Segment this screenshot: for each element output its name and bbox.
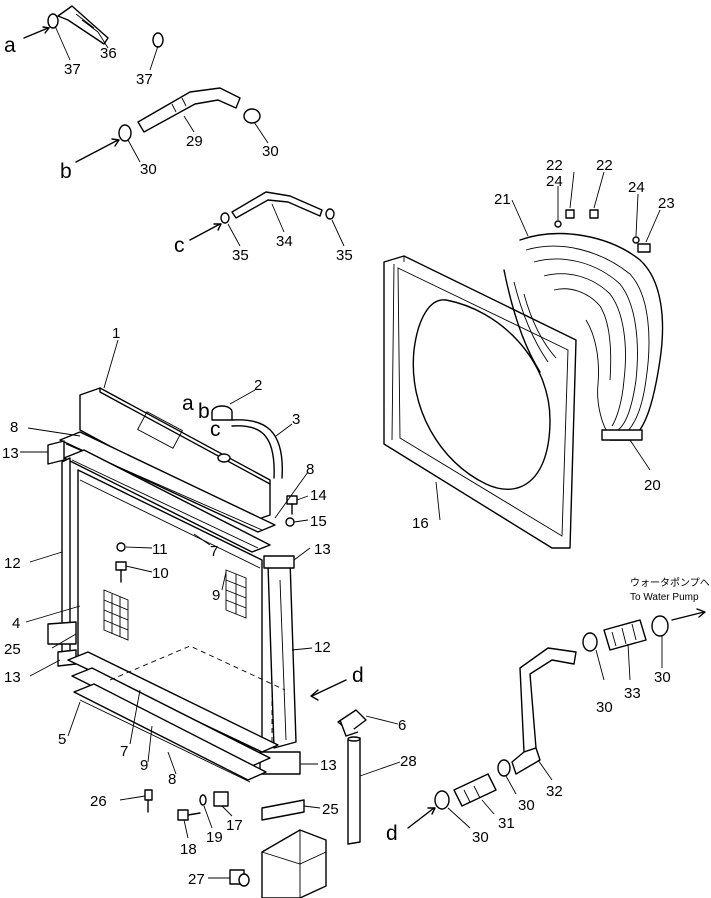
connection-b-hose: b xyxy=(60,160,72,183)
connection-letters: a b c a b c d d xyxy=(4,34,398,845)
callout-8-top-right: 8 xyxy=(306,461,314,478)
callout-6: 6 xyxy=(398,717,406,734)
connection-d-pump: d xyxy=(386,822,398,845)
callout-16: 16 xyxy=(412,515,429,532)
callout-14: 14 xyxy=(310,487,327,504)
callout-13-right-upper: 13 xyxy=(314,541,331,558)
callout-12-left: 12 xyxy=(4,555,21,572)
callout-36: 36 xyxy=(100,45,117,62)
callout-15: 15 xyxy=(310,513,327,530)
connection-c-hose: c xyxy=(174,234,185,257)
callout-7-upper: 7 xyxy=(210,543,218,560)
callout-34: 34 xyxy=(276,233,293,250)
callout-8-lower: 8 xyxy=(168,771,176,788)
connection-a-radiator: a xyxy=(182,392,194,415)
callout-11: 11 xyxy=(152,541,168,558)
connection-a-hose: a xyxy=(4,34,16,57)
callout-30-b-right: 30 xyxy=(262,143,279,160)
callout-35-left: 35 xyxy=(232,247,249,264)
callout-26: 26 xyxy=(90,793,107,810)
connection-c-radiator: c xyxy=(210,418,221,441)
callout-35-right: 35 xyxy=(336,247,353,264)
callout-30-pump-c: 30 xyxy=(518,797,535,814)
fan-shroud xyxy=(383,255,577,549)
callout-22-right: 22 xyxy=(596,157,613,174)
hose-36 xyxy=(23,5,164,71)
water-pump-hoses xyxy=(407,608,706,829)
note-english: To Water Pump xyxy=(630,592,699,603)
hose-29 xyxy=(75,87,269,163)
callout-25-left: 25 xyxy=(4,641,21,658)
callout-labels: 36 37 37 29 30 30 34 35 35 22 22 24 24 2… xyxy=(2,45,675,888)
callout-31: 31 xyxy=(498,815,515,832)
callout-30-b-left: 30 xyxy=(140,161,157,178)
callout-13-top-left: 13 xyxy=(2,445,19,462)
callout-12-right: 12 xyxy=(314,639,331,656)
callout-24-right: 24 xyxy=(628,179,645,196)
callout-33: 33 xyxy=(624,685,641,702)
callout-9-lower: 9 xyxy=(140,757,148,774)
callout-18: 18 xyxy=(180,841,197,858)
callout-19: 19 xyxy=(206,829,223,846)
callout-5: 5 xyxy=(58,731,66,748)
callout-37-right: 37 xyxy=(136,71,153,88)
callout-23: 23 xyxy=(658,195,675,212)
callout-4: 4 xyxy=(12,615,20,632)
callout-32: 32 xyxy=(546,783,563,800)
callout-21: 21 xyxy=(494,191,511,208)
connection-d-radiator: d xyxy=(352,664,364,687)
water-pump-note: ウォータポンプへ To Water Pump xyxy=(630,577,710,603)
callout-13-bottom-right: 13 xyxy=(320,757,337,774)
note-japanese: ウォータポンプへ xyxy=(630,577,710,589)
callout-29: 29 xyxy=(186,133,203,150)
connection-b-radiator: b xyxy=(198,400,210,423)
callout-1: 1 xyxy=(112,325,120,342)
callout-25-right: 25 xyxy=(322,801,339,818)
callout-28: 28 xyxy=(400,753,417,770)
callout-17: 17 xyxy=(226,817,243,834)
callout-22-left: 22 xyxy=(546,157,563,174)
callout-24-left: 24 xyxy=(546,173,563,190)
callout-30-pump-b: 30 xyxy=(654,669,671,686)
callout-37-left: 37 xyxy=(64,61,81,78)
fan-guard xyxy=(503,171,664,471)
callout-8-top-left: 8 xyxy=(10,419,18,436)
callout-30-pump-a: 30 xyxy=(596,699,613,716)
hose-34 xyxy=(189,191,345,247)
callout-7-lower: 7 xyxy=(120,743,128,760)
callout-20: 20 xyxy=(644,477,661,494)
callout-9-upper: 9 xyxy=(212,587,220,604)
radiator-assembly xyxy=(20,339,401,898)
callout-27: 27 xyxy=(188,871,205,888)
callout-2: 2 xyxy=(254,377,262,394)
callout-13-bottom-left: 13 xyxy=(4,669,21,686)
callout-3: 3 xyxy=(292,411,300,428)
callout-30-pump-d: 30 xyxy=(472,829,489,846)
callout-10: 10 xyxy=(152,565,169,582)
